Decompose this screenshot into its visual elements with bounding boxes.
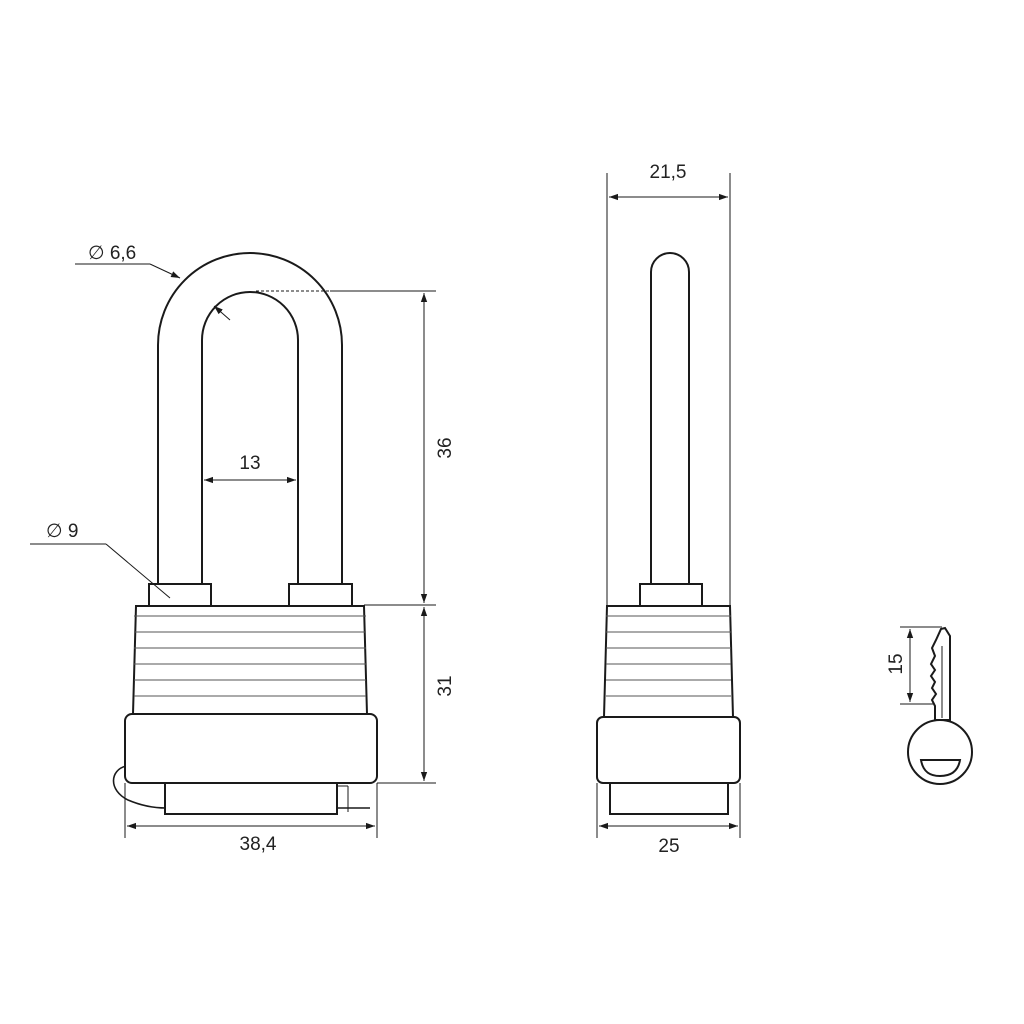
side-shackle [650,252,690,590]
side-shackle-collar [639,583,703,607]
lock-wire [112,765,167,809]
dim-shackle-diameter-label: ∅ 6,6 [88,243,136,264]
dim-base-diameter: ∅ 9 [30,521,171,599]
dim-inner-width: 13 [204,453,296,484]
front-body-laminated [131,605,369,715]
front-view: ∅ 6,6 ∅ 9 13 36 31 [30,243,456,855]
side-body-grooves [606,615,731,697]
side-cylinder [609,782,729,815]
shackle-collar-right [288,583,353,607]
front-body-bumper [124,713,378,784]
dim-base-diameter-label: ∅ 9 [46,521,78,542]
dim-body-depth: 25 [596,783,741,857]
side-body-bumper [596,716,741,784]
dim-body-width: 38,4 [124,783,378,855]
front-cylinder [164,781,338,815]
key-view: 15 [886,626,973,785]
front-shackle [157,252,343,591]
dim-shackle-diameter: ∅ 6,6 [75,243,231,321]
key-bow-slot [919,759,962,778]
shackle-collar-left [148,583,212,607]
dim-key-blade-length-label: 15 [886,653,907,674]
dim-inner-width-label: 13 [239,453,260,474]
dim-body-height: 31 [377,607,456,784]
dim-overall-depth: 21,5 [606,162,731,606]
front-body-grooves [134,615,366,697]
dim-key-blade-length: 15 [886,626,942,705]
dim-overall-depth-label: 21,5 [650,162,687,183]
dim-body-width-label: 38,4 [240,834,277,855]
dim-body-depth-label: 25 [658,836,679,857]
key-blade [929,626,951,721]
dim-body-height-label: 31 [435,675,456,696]
dim-shackle-height: 36 [256,290,456,606]
side-body-laminated [602,605,735,718]
side-view: 21,5 25 [596,162,741,857]
dim-shackle-height-label: 36 [435,437,456,458]
